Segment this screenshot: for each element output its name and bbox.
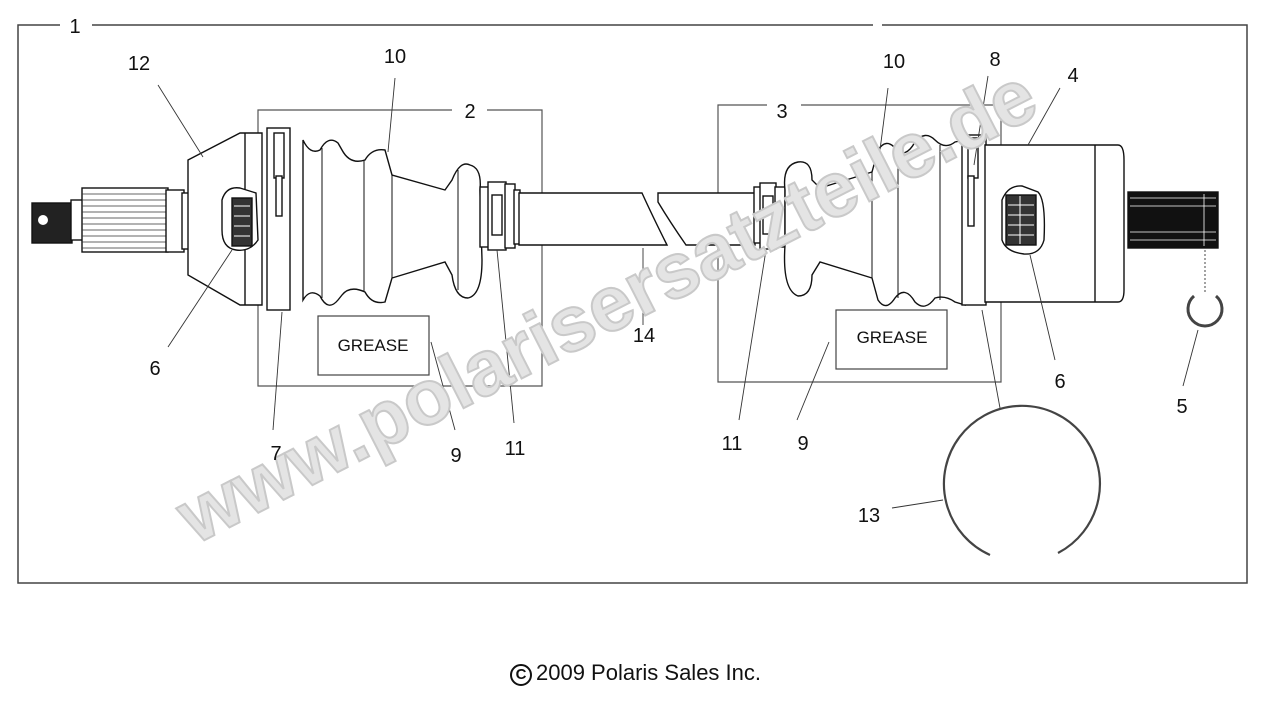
subassembly-box-3 bbox=[717, 104, 1002, 383]
grease-box-left: GREASE bbox=[317, 315, 430, 376]
leader-lines bbox=[157, 75, 1206, 509]
callout-9-right: 9 bbox=[797, 433, 808, 455]
subassembly-box-2 bbox=[257, 109, 543, 387]
left-threaded-stub bbox=[31, 202, 73, 244]
callout-10-left: 10 bbox=[384, 46, 406, 68]
grease-box-right: GREASE bbox=[835, 309, 948, 370]
callout-4: 4 bbox=[1067, 65, 1078, 87]
grease-label-right: GREASE bbox=[857, 328, 928, 347]
right-spline-shaft bbox=[1127, 191, 1219, 249]
copyright-text: 2009 Polaris Sales Inc. bbox=[535, 660, 762, 685]
left-cv-joint bbox=[31, 127, 521, 311]
assembly-frame bbox=[17, 24, 1248, 584]
inner-cv-housing bbox=[984, 144, 1125, 303]
callout-2: 2 bbox=[464, 101, 475, 123]
copyright-icon: C bbox=[509, 664, 532, 686]
grease-label-left: GREASE bbox=[338, 336, 409, 355]
callout-12: 12 bbox=[128, 53, 150, 75]
clamp-ring-13 bbox=[942, 404, 1102, 557]
callout-8: 8 bbox=[989, 49, 1000, 71]
retaining-ring-5 bbox=[1186, 294, 1224, 328]
callout-11-left: 11 bbox=[505, 438, 526, 460]
callout-6-left: 6 bbox=[149, 358, 160, 380]
callout-1: 1 bbox=[69, 16, 80, 38]
callout-6-right: 6 bbox=[1054, 371, 1065, 393]
callouts: 1 2 3 4 5 6 6 7 8 9 9 10 10 11 11 12 13 … bbox=[69, 16, 1187, 527]
callout-3: 3 bbox=[776, 101, 787, 123]
right-cv-joint bbox=[753, 134, 1219, 307]
callout-5: 5 bbox=[1176, 396, 1187, 418]
left-spline-shaft bbox=[81, 187, 169, 253]
callout-9-left: 9 bbox=[450, 445, 461, 467]
axle-shaft bbox=[518, 192, 756, 246]
callout-10-right: 10 bbox=[883, 51, 905, 73]
callout-7: 7 bbox=[270, 443, 281, 465]
callout-13: 13 bbox=[858, 505, 880, 527]
callout-14: 14 bbox=[633, 325, 655, 347]
callout-11-right: 11 bbox=[722, 433, 743, 455]
watermark: www.polarisersatzteile.de bbox=[162, 50, 1050, 561]
